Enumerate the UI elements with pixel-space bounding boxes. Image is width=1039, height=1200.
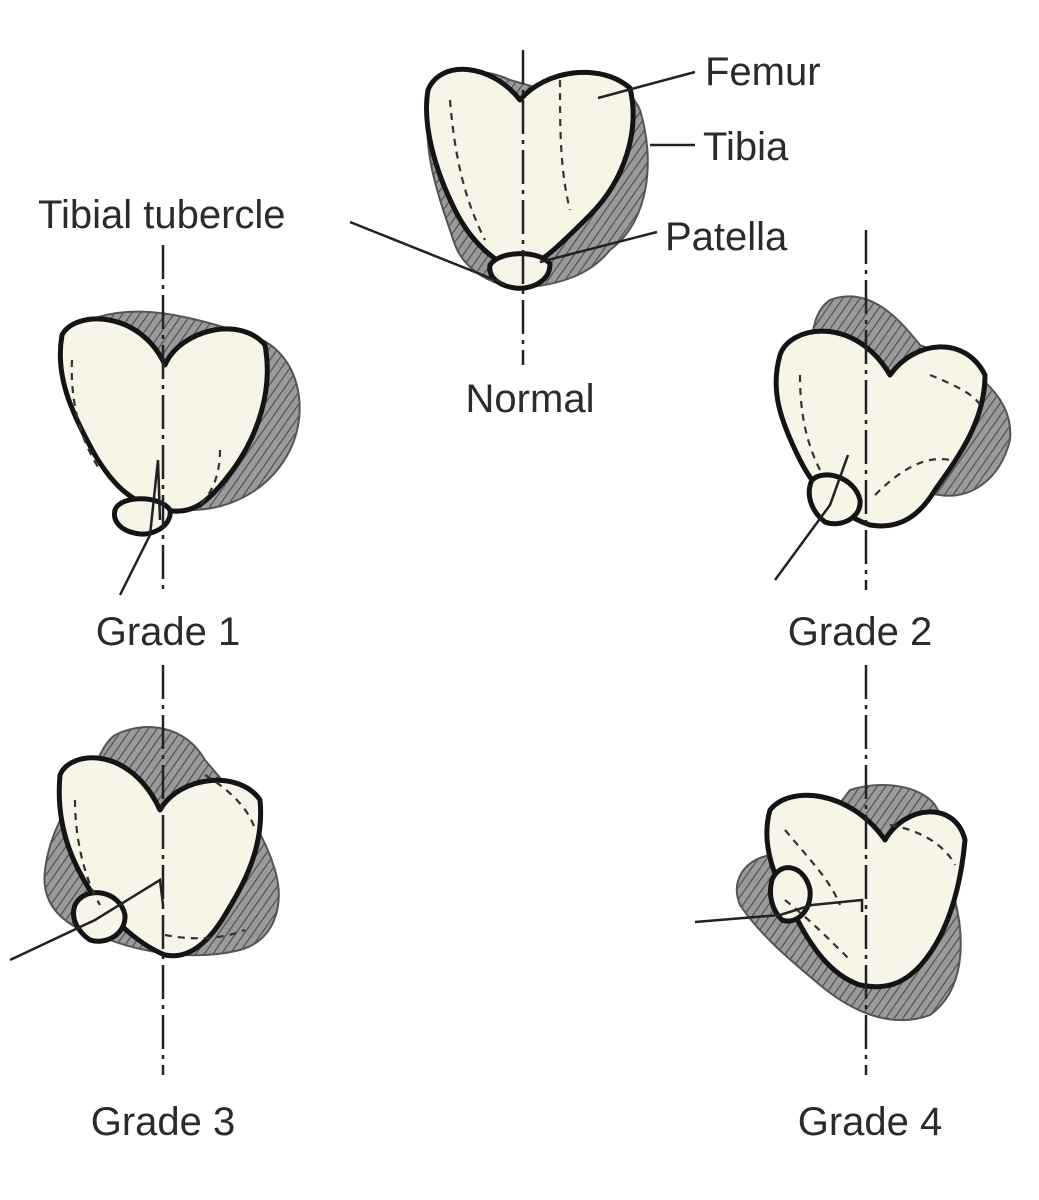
grade-3-label: Grade 3 bbox=[91, 1100, 236, 1144]
grade-1-label: Grade 1 bbox=[96, 610, 241, 654]
grade-4-label: Grade 4 bbox=[798, 1100, 943, 1144]
panel-grade-3 bbox=[9, 665, 280, 1075]
patella-leader bbox=[539, 230, 658, 264]
femur-leader bbox=[597, 70, 696, 100]
panel-grade-2 bbox=[773, 230, 1012, 590]
patella-shape bbox=[806, 472, 863, 527]
patella-shape bbox=[487, 251, 553, 291]
grade-2-label: Grade 2 bbox=[788, 610, 933, 654]
tibial-tubercle-label: Tibial tubercle bbox=[38, 193, 286, 237]
femur-label: Femur bbox=[705, 50, 821, 94]
panel-normal bbox=[424, 50, 649, 365]
femur-shape bbox=[424, 66, 636, 273]
patella-label: Patella bbox=[665, 215, 788, 259]
tibia-label: Tibia bbox=[703, 125, 789, 169]
tibial-tubercle-leader bbox=[349, 220, 506, 286]
normal-label: Normal bbox=[466, 377, 595, 421]
panel-grade-1 bbox=[57, 245, 301, 596]
panel-grade-4 bbox=[694, 665, 968, 1075]
